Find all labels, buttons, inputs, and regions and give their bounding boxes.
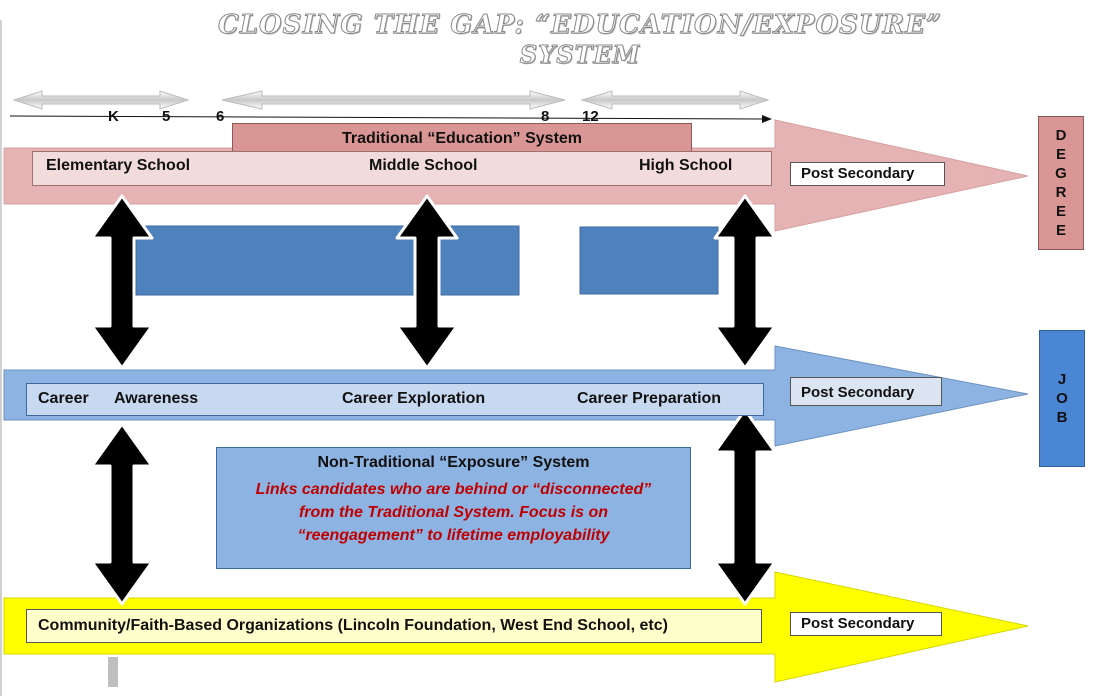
degree-letter-e2: E — [1055, 203, 1066, 220]
tick-12: 12 — [582, 108, 599, 125]
double-arrow-lower-1 — [90, 422, 154, 606]
timeline-arrow-k-5 — [12, 90, 190, 110]
traditional-header-label: Traditional “Education” System — [341, 130, 583, 147]
non-traditional-description-line2: from the Traditional System. Focus is on — [298, 504, 609, 521]
non-traditional-title: Non-Traditional “Exposure” System — [317, 454, 590, 471]
job-outcome-box: J O B — [1039, 330, 1085, 467]
non-traditional-description-line1: Links candidates who are behind or “disc… — [255, 481, 652, 498]
career-stages-box — [26, 383, 764, 416]
double-arrow-upper-3 — [713, 194, 777, 370]
tick-k: K — [108, 108, 119, 125]
stage-career-exploration: Career Exploration — [342, 390, 486, 407]
blue-block-left — [135, 225, 520, 296]
timeline-line — [9, 115, 767, 120]
traditional-post-secondary-box: Post Secondary — [790, 162, 945, 186]
job-letter-o: O — [1056, 390, 1068, 407]
stage-career: Career — [38, 390, 89, 407]
tick-8: 8 — [541, 108, 550, 125]
job-letter-b: B — [1056, 409, 1068, 426]
job-letter-j: J — [1057, 371, 1067, 388]
left-border-line — [0, 20, 2, 696]
stage-middle-school: Middle School — [369, 157, 478, 174]
timeline-arrow-8-12 — [580, 90, 770, 110]
timeline-arrow-6-8 — [221, 90, 566, 110]
career-post-secondary-box: Post Secondary — [790, 377, 942, 406]
degree-letter-d: D — [1055, 127, 1067, 144]
degree-letter-e1: E — [1055, 146, 1066, 163]
non-traditional-box: Non-Traditional “Exposure” System Links … — [216, 447, 691, 569]
community-label: Community/Faith-Based Organizations (Lin… — [38, 617, 668, 634]
timeline-line-arrowhead — [762, 115, 772, 123]
diagram-title-line2: SYSTEM — [519, 40, 641, 70]
tick-5: 5 — [162, 108, 171, 125]
traditional-stages-box — [32, 151, 772, 186]
double-arrow-upper-2 — [395, 194, 459, 370]
community-post-secondary-box: Post Secondary — [790, 612, 942, 636]
stage-high-school: High School — [639, 157, 733, 174]
degree-letter-e3: E — [1055, 222, 1066, 239]
traditional-header-box: Traditional “Education” System — [232, 123, 692, 155]
diagram-title-line1: CLOSING THE GAP: “EDUCATION/EXPOSURE” — [218, 10, 942, 41]
stage-elementary-school: Elementary School — [46, 157, 191, 174]
tick-6: 6 — [216, 108, 225, 125]
gray-stub — [108, 657, 118, 687]
double-arrow-upper-1 — [90, 194, 154, 370]
degree-letter-g: G — [1055, 165, 1067, 182]
degree-letter-r: R — [1055, 184, 1067, 201]
blue-block-right — [579, 226, 719, 295]
stage-career-preparation: Career Preparation — [577, 390, 722, 407]
stage-awareness: Awareness — [114, 390, 199, 407]
double-arrow-lower-2 — [713, 408, 777, 606]
degree-outcome-box: D E G R E E — [1038, 116, 1084, 250]
community-box: Community/Faith-Based Organizations (Lin… — [26, 609, 762, 643]
non-traditional-description-line3: “reengagement” to lifetime employability — [297, 527, 610, 544]
